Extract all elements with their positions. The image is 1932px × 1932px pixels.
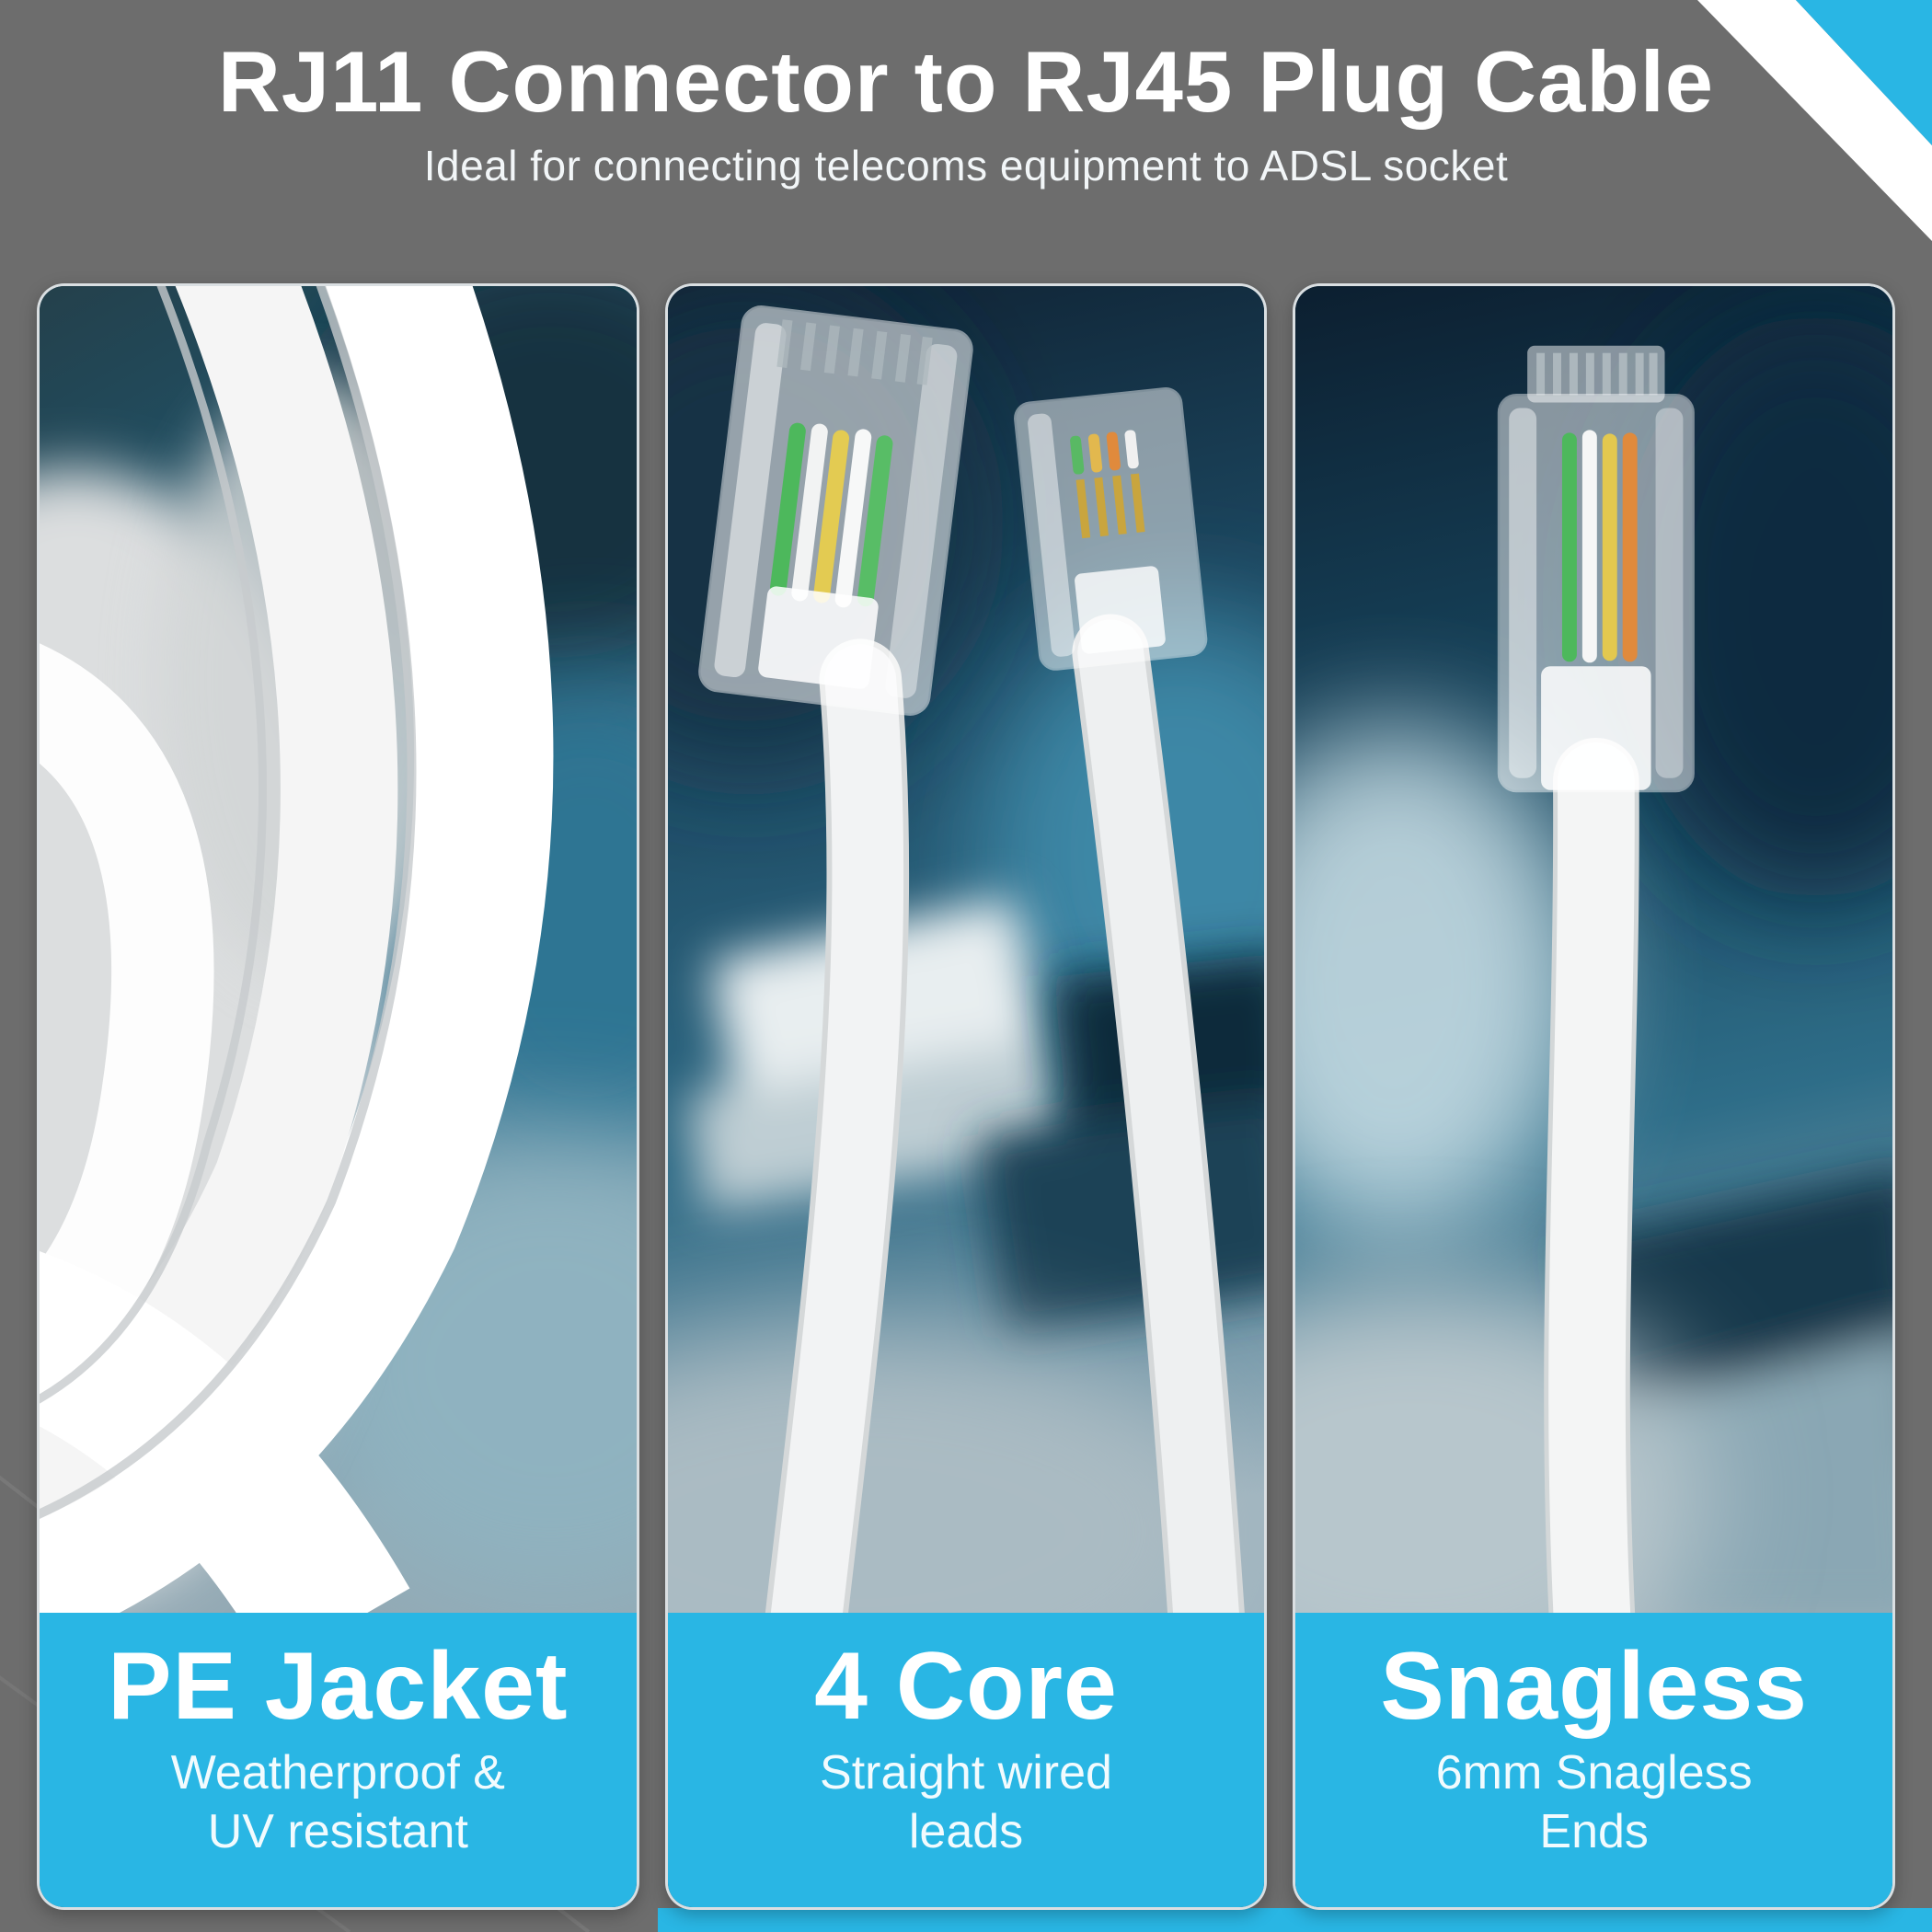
panel-pe-jacket: PE Jacket Weatherproof & UV resistant xyxy=(37,283,639,1910)
panel-4-core: 4 Core Straight wired leads xyxy=(664,283,1268,1910)
page-subtitle: Ideal for connecting telecoms equipment … xyxy=(423,141,1509,190)
caption-pe-jacket: PE Jacket Weatherproof & UV resistant xyxy=(40,1613,637,1907)
rj45-plug xyxy=(1498,345,1696,793)
rj45-plug xyxy=(697,305,973,716)
caption-subtext: 6mm Snagless Ends xyxy=(1435,1746,1753,1858)
caption-snagless: Snagless 6mm Snagless Ends xyxy=(1295,1613,1893,1907)
caption-subtext: Weatherproof & UV resistant xyxy=(170,1746,505,1858)
caption-heading: Snagless xyxy=(1380,1633,1809,1740)
panel-snagless: Snagless 6mm Snagless Ends xyxy=(1293,283,1896,1910)
photo-rj45-and-rj11-plugs xyxy=(667,286,1265,1613)
photo-rj45-snagless-plug xyxy=(1295,286,1893,1613)
feature-panels: PE Jacket Weatherproof & UV resistant xyxy=(37,283,1896,1910)
header: RJ11 Connector to RJ45 Plug Cable Ideal … xyxy=(0,0,1932,190)
caption-heading: PE Jacket xyxy=(108,1633,569,1740)
caption-subtext: Straight wired leads xyxy=(820,1746,1112,1858)
page-title: RJ11 Connector to RJ45 Plug Cable xyxy=(217,33,1715,130)
bottom-accent-strip xyxy=(658,1908,1932,1932)
caption-heading: 4 Core xyxy=(814,1633,1118,1740)
caption-4-core: 4 Core Straight wired leads xyxy=(667,1613,1265,1907)
rj11-plug xyxy=(1013,387,1207,671)
photo-coiled-white-pe-cable xyxy=(40,286,637,1613)
